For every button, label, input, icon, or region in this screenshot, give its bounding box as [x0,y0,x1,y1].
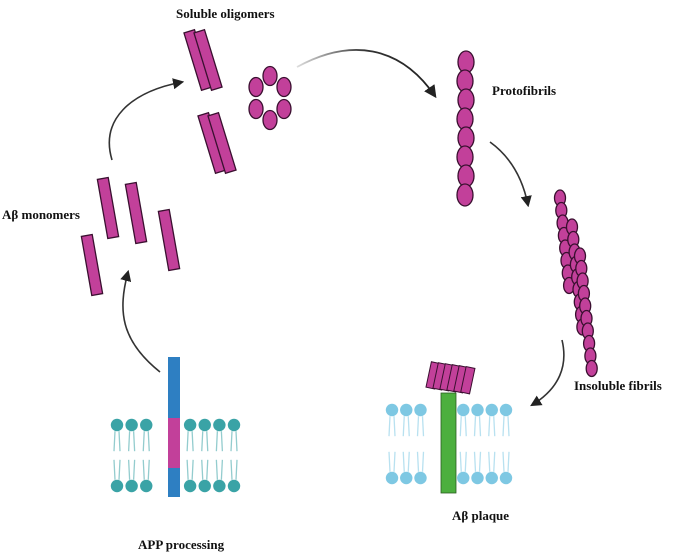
lipid-tail [142,431,150,452]
plaque-stem [440,392,457,494]
plaque-aggregate [425,361,476,395]
protofibril-bead [456,183,474,207]
monomer-rod [157,208,181,272]
oligomer-bead [248,98,264,120]
lipid-head [110,418,124,432]
lipid-head [400,403,413,417]
lipid-head [499,471,513,485]
label-protofibrils: Protofibrils [492,83,557,98]
label-abeta-plaque: Aβ plaque [452,508,510,523]
lipid-tail [402,451,410,472]
label-insoluble-fibrils: Insoluble fibrils [574,378,662,393]
app-membrane [110,418,241,493]
protofibril-chain [456,50,475,207]
oligomer-bead [262,109,278,131]
monomer-rod [124,181,148,245]
lipid-tail [488,416,496,437]
monomer-rod [96,176,120,240]
lipid-tail [473,451,482,472]
lipid-head [125,479,138,493]
lipid-tail [388,416,396,437]
lipid-tail [230,459,238,480]
arrow-protofibrils-to-insoluble [489,141,532,208]
lipid-head [213,418,226,432]
lipid-head [183,418,197,432]
lipid-tail [388,451,396,472]
insoluble-fibril-chains [553,189,598,378]
lipid-tail [459,416,467,437]
plaque-membrane [385,403,513,485]
lipid-tail [127,431,136,452]
lipid-tail [416,451,425,472]
lipid-head [227,479,241,493]
lipid-head [183,479,197,493]
lipid-head [485,403,498,417]
oligomer-ring [248,65,292,131]
arrow-insoluble-to-plaque [530,339,565,407]
lipid-tail [502,451,510,472]
lipid-head [471,403,484,417]
lipid-head [198,418,211,432]
plaque-rod-stack [425,361,476,395]
lipid-tail [127,459,136,480]
oligomer-rod [193,28,223,92]
oligomer-bead [248,76,264,98]
lipid-tail [113,459,121,480]
fibril-bead [585,359,598,378]
lipid-tail [186,431,194,452]
label-app-processing: APP processing [138,537,225,552]
lipid-tail [488,451,496,472]
lipid-head [140,479,153,493]
lipid-tail [201,459,209,480]
oligomer-rod [207,111,237,175]
lipid-head [485,471,498,485]
lipid-tail [142,459,150,480]
lipid-tail [502,416,510,437]
arrow-app-to-monomers [120,269,161,373]
lipid-head [471,471,484,485]
lipid-tail [473,416,482,437]
label-soluble-oligomers: Soluble oligomers [176,6,275,21]
lipid-head [414,403,427,417]
lipid-head [414,471,427,485]
lipid-tail [113,431,121,452]
lipid-tail [186,459,194,480]
lipid-head [400,471,413,485]
lipid-head [385,471,399,485]
abeta-monomers [80,176,181,297]
lipid-head [499,403,513,417]
oligomer-bead [276,76,292,98]
lipid-tail [402,416,410,437]
lipid-head [140,418,153,432]
lipid-head [227,418,241,432]
arrow-monomers-to-oligomers [108,78,185,161]
label-abeta-monomers: Aβ monomers [2,207,80,222]
oligomer-bead [262,65,278,87]
monomer-rod [80,233,104,297]
lipid-tail [459,451,467,472]
lipid-head [110,479,124,493]
lipid-tail [201,431,209,452]
oligomer-bead [276,98,292,120]
lipid-tail [416,416,425,437]
app-protein [168,357,180,497]
lipid-head [198,479,211,493]
lipid-head [125,418,138,432]
lipid-head [385,403,399,417]
plaque-rod [460,365,476,395]
lipid-tail [230,431,238,452]
oligomer-rods [183,28,237,175]
lipid-head [213,479,226,493]
lipid-head [457,403,470,417]
lipid-tail [215,459,224,480]
arrow-oligomers-to-protofibrils [296,49,437,99]
lipid-head [457,471,470,485]
lipid-tail [215,431,224,452]
